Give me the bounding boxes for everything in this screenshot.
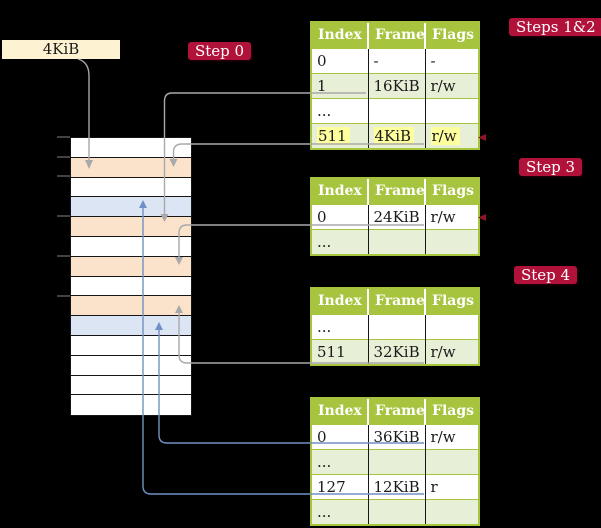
table-cell [424, 448, 478, 474]
column-header-frame: Frame [367, 399, 425, 424]
table-cell [424, 313, 478, 339]
table-cell: ... [312, 448, 368, 474]
highlighted-value: 4KiB [373, 126, 415, 145]
table-cell: 4KiB [367, 122, 425, 148]
table-cell: 0 [312, 47, 368, 73]
memory-row-10-free [71, 335, 191, 356]
table-cell: ... [312, 498, 368, 524]
memory-row-3-mapped [71, 197, 191, 218]
table-cell [367, 97, 425, 123]
table-cell: 1 [312, 72, 368, 98]
table-cell: 511 [312, 338, 368, 364]
table-cell [424, 498, 478, 524]
physical-memory-column [70, 137, 192, 417]
table-cell [424, 97, 478, 123]
table-row: ... [312, 448, 478, 474]
memory-row-0-free [71, 138, 191, 158]
memory-row-9-mapped [71, 316, 191, 336]
table-row: ... [312, 97, 478, 123]
column-header-frame: Frame [367, 289, 425, 314]
highlighted-value: 511 [317, 126, 350, 145]
page-size-label-box: 4KiB [2, 40, 120, 59]
column-header-frame: Frame [367, 179, 425, 204]
memory-row-12-free [71, 375, 191, 396]
table-cell: r/w [424, 122, 478, 148]
memory-row-6-pagetable [71, 256, 191, 277]
table-cell: 127 [312, 473, 368, 499]
table-cell: 0 [312, 423, 368, 449]
memory-row-13-free [71, 395, 191, 416]
table-cell: ... [312, 313, 368, 339]
table-row: ... [312, 313, 478, 339]
memory-row-1-pagetable [71, 157, 191, 178]
table-cell [424, 228, 478, 254]
memory-row-8-pagetable [71, 296, 191, 317]
table-row: 0-- [312, 47, 478, 73]
column-header-index: Index [312, 399, 368, 424]
memory-address-ticks [57, 136, 70, 297]
badge-step-0: Step 0 [188, 42, 252, 60]
page-size-label: 4KiB [42, 40, 80, 58]
table-cell: r/w [424, 423, 478, 449]
column-header-flags: Flags [424, 289, 478, 314]
column-header-index: Index [312, 179, 368, 204]
table-cell: - [424, 47, 478, 73]
table-cell: 12KiB [367, 473, 425, 499]
badge-steps-1-2: Steps 1&2 [509, 18, 601, 36]
badge-step-3: Step 3 [519, 158, 583, 176]
table-cell [367, 313, 425, 339]
column-header-flags: Flags [424, 23, 478, 48]
table-cell: 36KiB [367, 423, 425, 449]
table-cell: r/w [424, 72, 478, 98]
table-cell: r [424, 473, 478, 499]
table-cell: ... [312, 97, 368, 123]
table-cell: ... [312, 228, 368, 254]
table-cell [367, 448, 425, 474]
memory-row-4-pagetable [71, 217, 191, 237]
table-cell: 0 [312, 203, 368, 229]
table-row: 511 4KiB r/w [312, 122, 478, 148]
table-cell [367, 498, 425, 524]
column-header-index: Index [312, 23, 368, 48]
table-row: ... [312, 228, 478, 254]
table-cell: r/w [424, 203, 478, 229]
table-row: ... [312, 498, 478, 524]
memory-row-2-free [71, 177, 191, 198]
table-cell: r/w [424, 338, 478, 364]
table-cell: 16KiB [367, 72, 425, 98]
table-cell [367, 228, 425, 254]
table-cell: - [367, 47, 425, 73]
highlighted-value: r/w [430, 126, 460, 145]
column-header-flags: Flags [424, 399, 478, 424]
memory-row-5-free [71, 236, 191, 257]
table-cell: 32KiB [367, 338, 425, 364]
column-header-flags: Flags [424, 179, 478, 204]
memory-row-11-free [71, 355, 191, 376]
column-header-index: Index [312, 289, 368, 314]
memory-row-7-free [71, 276, 191, 297]
badge-step-4: Step 4 [514, 266, 578, 284]
table-cell: 511 [312, 122, 368, 148]
table-cell: 24KiB [367, 203, 425, 229]
column-header-frame: Frame [367, 23, 425, 48]
